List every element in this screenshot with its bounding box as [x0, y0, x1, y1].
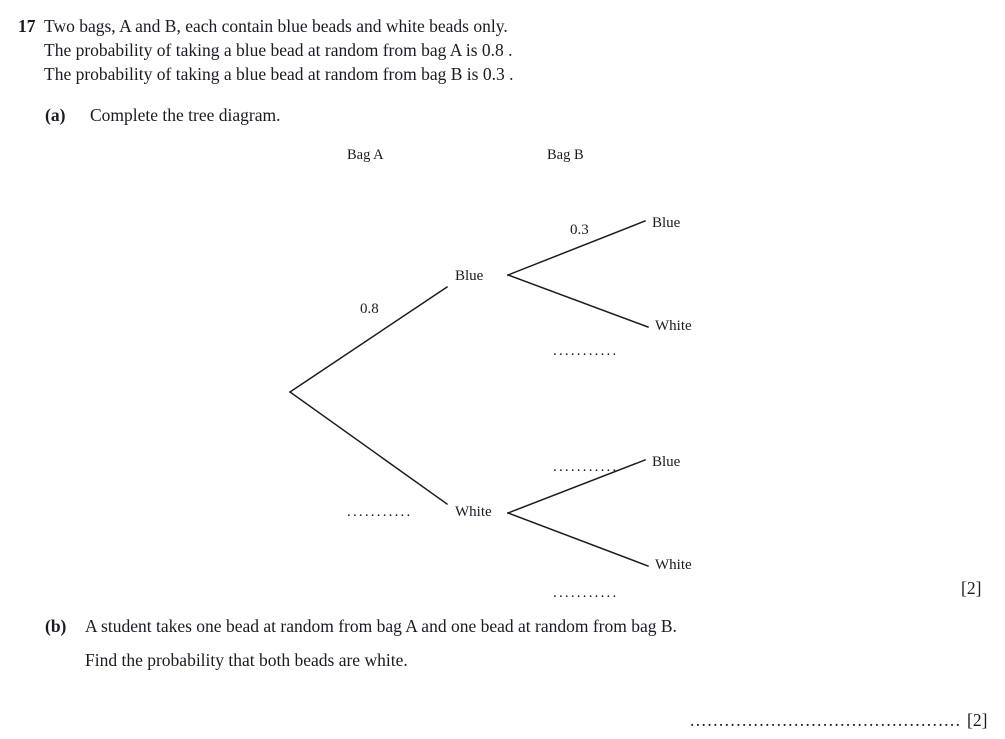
tree-header-bag-a: Bag A	[347, 147, 384, 163]
part-a-instruction: Complete the tree diagram.	[90, 105, 281, 125]
part-b-instruction-line-2: Find the probability that both beads are…	[85, 650, 408, 670]
tree-leaf-blue-blue: Blue	[652, 215, 681, 231]
branch-a-white	[288, 390, 449, 506]
question-text-line-1: Two bags, A and B, each contain blue bea…	[44, 16, 508, 36]
tree-node-bag-a-white: White	[455, 504, 492, 520]
part-a-label: (a)	[45, 105, 66, 125]
probability-label-bag-b-blue-given-blue: 0.3	[570, 222, 589, 238]
question-text-line-3: The probability of taking a blue bead at…	[44, 64, 514, 84]
branch-b-white-white	[507, 512, 649, 567]
question-text-line-2: The probability of taking a blue bead at…	[44, 40, 513, 60]
part-b-label: (b)	[45, 616, 67, 636]
branch-b-blue-white	[507, 274, 649, 328]
question-number: 17	[18, 16, 36, 36]
part-b-answer-line[interactable]: ........................................…	[690, 710, 962, 730]
tree-leaf-white-blue: Blue	[652, 454, 681, 470]
probability-blank-bag-b-blue-given-white[interactable]: ...........	[553, 459, 619, 475]
tree-header-bag-b: Bag B	[547, 147, 584, 163]
probability-blank-bag-b-white-given-blue[interactable]: ...........	[553, 343, 619, 359]
probability-blank-bag-b-white-given-white[interactable]: ...........	[553, 585, 619, 601]
part-b-marks: [2]	[967, 710, 988, 730]
tree-leaf-white-white: White	[655, 557, 692, 573]
tree-node-bag-a-blue: Blue	[455, 268, 484, 284]
part-a-marks: [2]	[961, 578, 982, 598]
probability-label-bag-a-blue: 0.8	[360, 301, 379, 317]
probability-blank-bag-a-white[interactable]: ...........	[347, 504, 413, 520]
tree-leaf-blue-white: White	[655, 318, 692, 334]
part-b-instruction-line-1: A student takes one bead at random from …	[85, 616, 677, 636]
